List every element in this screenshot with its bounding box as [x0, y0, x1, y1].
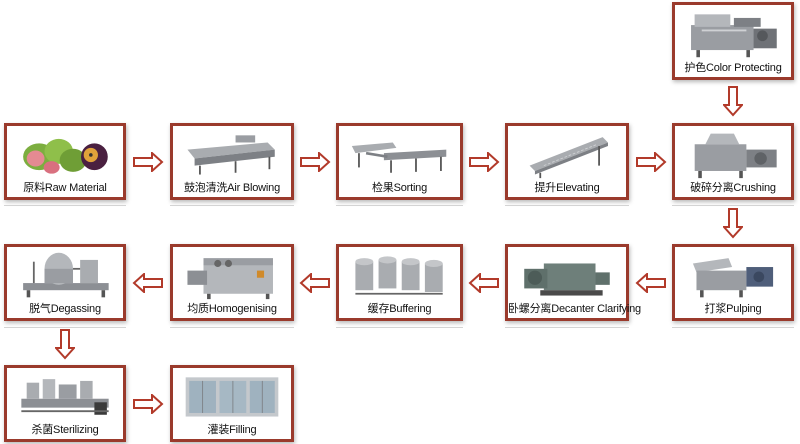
filling-machine-image: [179, 372, 285, 421]
arrow-down-icon: [723, 207, 743, 239]
step-label: 均质Homogenising: [187, 303, 277, 315]
step-crushing: 破碎分离Crushing: [672, 123, 794, 200]
step-label: 脱气Degassing: [29, 303, 101, 315]
row-divider: [4, 327, 126, 328]
step-air-blowing: 鼓泡清洗Air Blowing: [170, 123, 294, 200]
row-divider: [336, 327, 463, 328]
row-divider: [4, 205, 126, 206]
step-label: 护色Color Protecting: [684, 62, 782, 74]
arrow-right-icon: [132, 152, 164, 172]
arrow-right-icon: [635, 152, 667, 172]
crushing-machine-image: [681, 130, 785, 179]
arrow-right-icon: [468, 152, 500, 172]
step-pulping: 打浆Pulping: [672, 244, 794, 321]
decanter-machine-image: [514, 251, 620, 300]
step-buffering: 缓存Buffering: [336, 244, 463, 321]
buffering-tanks-image: [345, 251, 454, 300]
step-label: 原料Raw Material: [23, 182, 107, 194]
step-sorting: 检果Sorting: [336, 123, 463, 200]
row-divider: [170, 205, 294, 206]
sterilizing-machine-image: [13, 372, 117, 421]
row-divider: [672, 327, 794, 328]
degassing-machine-image: [13, 251, 117, 300]
step-sterilizing: 杀菌Sterilizing: [4, 365, 126, 442]
arrow-down-icon: [723, 85, 743, 117]
row-divider: [505, 205, 629, 206]
step-label: 卧螺分离Decanter Clarifying: [508, 303, 641, 315]
color-protecting-machine-image: [681, 9, 785, 59]
step-decanter-clarifying: 卧螺分离Decanter Clarifying: [505, 244, 641, 321]
arrow-left-icon: [635, 273, 667, 293]
step-label: 杀菌Sterilizing: [31, 424, 99, 436]
homogenising-machine-image: [179, 251, 285, 300]
arrow-left-icon: [299, 273, 331, 293]
arrow-right-icon: [132, 394, 164, 414]
row-divider: [672, 205, 794, 206]
arrow-down-icon: [55, 328, 75, 360]
step-label: 提升Elevating: [534, 182, 600, 194]
step-label: 鼓泡清洗Air Blowing: [183, 182, 281, 194]
arrow-left-icon: [132, 273, 164, 293]
elevating-machine-image: [514, 130, 620, 179]
arrow-left-icon: [468, 273, 500, 293]
step-label: 破碎分离Crushing: [690, 182, 776, 194]
sorting-machine-image: [345, 130, 454, 179]
step-raw-material: 原料Raw Material: [4, 123, 126, 200]
air-blowing-machine-image: [179, 130, 285, 179]
step-label: 检果Sorting: [371, 182, 428, 194]
step-degassing: 脱气Degassing: [4, 244, 126, 321]
step-label: 缓存Buffering: [367, 303, 432, 315]
pulping-machine-image: [681, 251, 785, 300]
step-homogenising: 均质Homogenising: [170, 244, 294, 321]
step-filling: 灌装Filling: [170, 365, 294, 442]
step-color-protecting: 护色Color Protecting: [672, 2, 794, 80]
row-divider: [505, 327, 629, 328]
row-divider: [336, 205, 463, 206]
arrow-right-icon: [299, 152, 331, 172]
step-elevating: 提升Elevating: [505, 123, 629, 200]
step-label: 灌装Filling: [207, 424, 257, 436]
raw-material-fruit-image: [13, 130, 117, 179]
step-label: 打浆Pulping: [704, 303, 762, 315]
row-divider: [170, 327, 294, 328]
